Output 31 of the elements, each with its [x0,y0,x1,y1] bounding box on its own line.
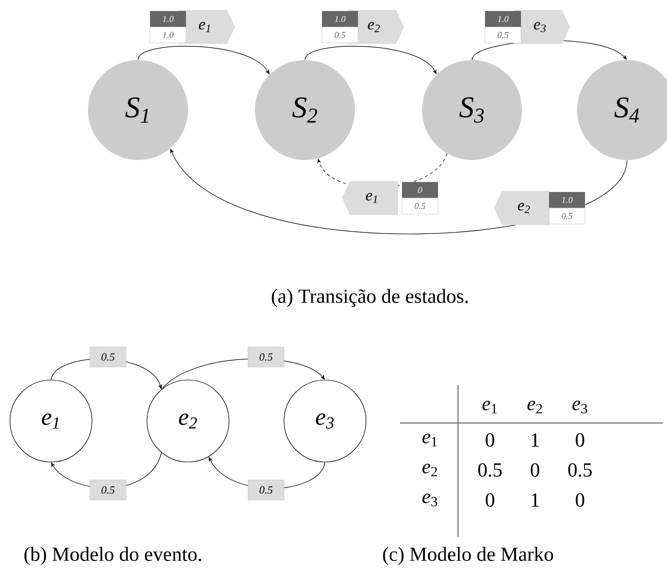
table-cell: 1 [532,493,539,507]
event-tag: e$_{1}$ [342,181,398,215]
value-box: 1.0 1.0 [150,11,186,44]
table-cell: 0.5 [478,463,502,477]
probability-label: 0.5 [90,346,126,368]
table-cell: e$_{2}$ [422,464,437,476]
table-cell: e$_{1}$ [422,434,437,446]
table-cell: e$_{2}$ [527,400,542,414]
probability-label: 0.5 [248,480,284,500]
table-cell: 0 [576,493,584,507]
arrow [138,46,270,74]
table-cell: 0 [576,433,584,447]
caption: (a) Transição de estados. [272,288,468,308]
table-cell: 0 [530,463,540,477]
table-cell: 1 [532,433,539,447]
value-box: 1.0 0.5 [548,192,586,224]
value-box: 1.0 0.5 [484,11,522,44]
table-cell: e$_{3}$ [572,400,588,414]
probability-label: 0.5 [248,346,284,368]
probability-label: 0.5 [90,480,126,500]
value-box: 1.0 0.5 [322,11,358,44]
table-cell: 0.5 [568,463,592,477]
caption: (c) Modelo de Marko [383,546,554,566]
event-tag: e$_{2}$ [494,191,550,225]
value-box: 0 0.5 [402,182,438,214]
table-cell: e$_{3}$ [422,494,438,506]
table-cell: 0 [486,433,494,447]
caption: (b) Modelo do evento. [24,546,202,566]
table-cell: 0 [486,493,494,507]
arrow [304,46,436,74]
table-cell: e$_{1}$ [482,400,497,414]
